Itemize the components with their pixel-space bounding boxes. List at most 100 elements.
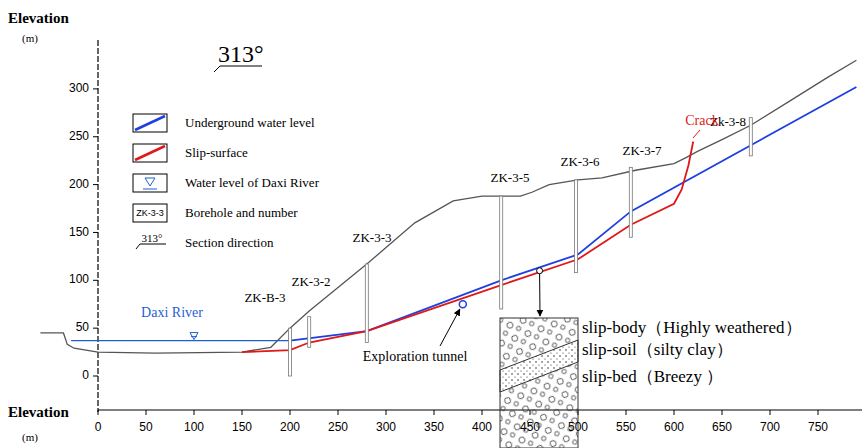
strata-inset bbox=[500, 318, 578, 448]
borehole bbox=[575, 180, 578, 273]
legend-borehole-sample: ZK-3-3 bbox=[136, 208, 164, 218]
x-tick-label: 650 bbox=[712, 421, 732, 435]
x-tick bbox=[482, 410, 483, 415]
y-tick-label: 300 bbox=[69, 82, 89, 96]
x-tick-label: 750 bbox=[808, 421, 828, 435]
legend-direction-sample: 313° bbox=[142, 232, 163, 245]
legend-text: Section direction bbox=[185, 236, 273, 251]
exploration-tunnel bbox=[459, 301, 466, 308]
legend-box bbox=[133, 204, 167, 222]
x-tick-label: 300 bbox=[376, 421, 396, 435]
borehole-number: ZK-3-2 bbox=[292, 275, 331, 290]
ground-surface bbox=[40, 60, 856, 353]
tunnel-label: Exploration tunnel bbox=[363, 349, 468, 365]
x-tick bbox=[194, 410, 195, 415]
x-tick bbox=[242, 410, 243, 415]
x-tick bbox=[386, 410, 387, 415]
y-tick-label: 200 bbox=[69, 178, 89, 192]
y-tick-label: 150 bbox=[69, 226, 89, 240]
legend-box bbox=[133, 144, 167, 162]
sample-point bbox=[537, 268, 543, 274]
section-direction: 313° bbox=[218, 41, 264, 69]
x-tick bbox=[722, 410, 723, 415]
y-tick bbox=[93, 88, 98, 89]
x-tick-label: 400 bbox=[472, 421, 492, 435]
legend-water-symbol bbox=[145, 178, 155, 186]
y-tick-label: 100 bbox=[69, 273, 89, 287]
axis-unit: (m) bbox=[22, 431, 38, 444]
legend-text: Underground water level bbox=[185, 116, 315, 131]
tunnel-leader bbox=[440, 309, 460, 346]
layer-label: slip-bed（Breezy ） bbox=[582, 367, 723, 387]
x-tick bbox=[146, 410, 147, 415]
crack-label: Crack bbox=[685, 113, 718, 129]
layer-label: slip-soil（silty clay） bbox=[582, 340, 733, 360]
x-tick bbox=[626, 410, 627, 415]
x-axis bbox=[98, 409, 862, 410]
inset-border bbox=[500, 318, 578, 448]
x-tick-label: 700 bbox=[760, 421, 780, 435]
y-tick bbox=[93, 280, 98, 281]
groundwater-line bbox=[290, 87, 856, 341]
legend-direction-symbol bbox=[136, 244, 166, 249]
legend-text: Borehole and number bbox=[185, 206, 298, 221]
x-tick bbox=[434, 410, 435, 415]
y-tick bbox=[93, 376, 98, 377]
borehole bbox=[749, 118, 752, 156]
axis-unit: (m) bbox=[22, 32, 38, 45]
legend-box bbox=[133, 114, 167, 132]
x-tick bbox=[338, 410, 339, 415]
slip-body-layer bbox=[500, 318, 578, 448]
x-tick-label: 150 bbox=[232, 421, 252, 435]
y-tick bbox=[93, 184, 98, 185]
borehole bbox=[308, 317, 311, 348]
y-tick-label: 250 bbox=[69, 130, 89, 144]
river-name: Daxi River bbox=[141, 305, 203, 321]
x-tick bbox=[770, 410, 771, 415]
crack-leader bbox=[693, 130, 700, 138]
river-level bbox=[71, 340, 290, 341]
borehole-number: ZK-3-6 bbox=[561, 155, 600, 170]
y-tick bbox=[93, 232, 98, 233]
borehole bbox=[365, 264, 368, 342]
x-tick bbox=[674, 410, 675, 415]
x-tick-label: 100 bbox=[184, 421, 204, 435]
legend-text: Water level of Daxi River bbox=[185, 176, 319, 191]
borehole bbox=[500, 196, 503, 309]
slip-soil-layer bbox=[500, 340, 578, 392]
borehole-number: ZK-B-3 bbox=[244, 291, 285, 306]
x-tick-label: 450 bbox=[520, 421, 540, 435]
axis-title: Elevation bbox=[8, 404, 69, 421]
x-tick-label: 250 bbox=[328, 421, 348, 435]
slip-soil-layer bbox=[500, 340, 578, 392]
y-axis bbox=[97, 40, 98, 412]
axis-title: Elevation bbox=[8, 10, 69, 27]
x-tick-label: 500 bbox=[568, 421, 588, 435]
x-tick-label: 200 bbox=[280, 421, 300, 435]
legend-text: Slip-surface bbox=[185, 146, 248, 161]
legend-box bbox=[133, 174, 167, 192]
borehole-number: ZK-3-5 bbox=[491, 171, 530, 186]
water-level-symbol bbox=[191, 336, 197, 337]
legend-water-symbol bbox=[143, 189, 157, 190]
x-tick-label: 600 bbox=[664, 421, 684, 435]
borehole-number: ZK-3-7 bbox=[623, 144, 662, 159]
legend-slip-line bbox=[135, 146, 165, 160]
borehole-number: ZK-3-3 bbox=[353, 231, 392, 246]
y-tick-label: 50 bbox=[76, 321, 89, 335]
x-tick-label: 550 bbox=[616, 421, 636, 435]
borehole bbox=[289, 328, 292, 376]
y-tick bbox=[93, 136, 98, 137]
legend-water-line bbox=[135, 116, 165, 130]
borehole bbox=[629, 167, 632, 237]
x-tick-label: 0 bbox=[95, 421, 102, 435]
y-tick-label: 0 bbox=[82, 369, 89, 383]
inset-leader bbox=[539, 274, 540, 316]
x-tick-label: 50 bbox=[139, 421, 152, 435]
x-tick-label: 350 bbox=[424, 421, 444, 435]
x-tick bbox=[818, 410, 819, 415]
y-tick bbox=[93, 328, 98, 329]
layer-label: slip-body（Highly weathered） bbox=[582, 318, 802, 338]
x-tick bbox=[98, 410, 99, 415]
